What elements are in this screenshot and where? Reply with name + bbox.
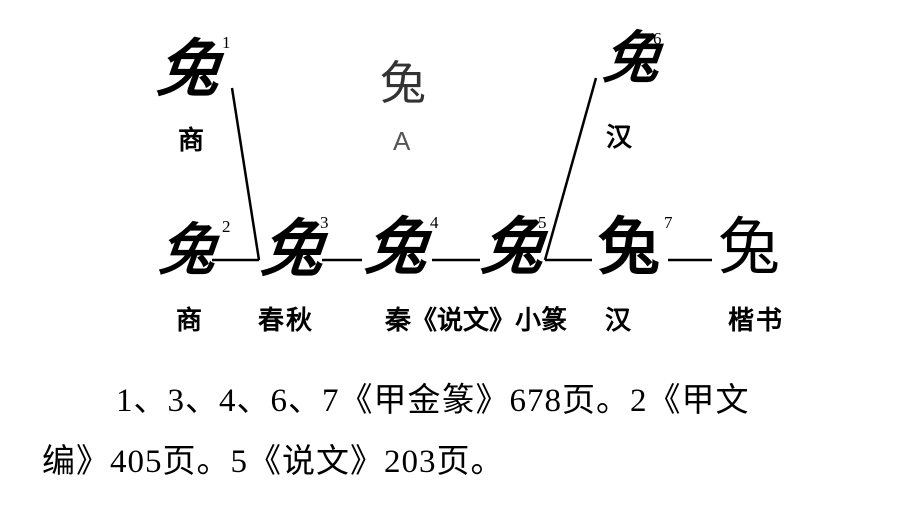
period-label-han-top: 汉: [606, 123, 635, 153]
glyph-number-7: 7: [664, 213, 673, 232]
glyph-5-shuowen: 兔: [478, 210, 546, 283]
glyph-kaishu: 兔: [718, 210, 781, 283]
glyph-1-shang: 兔: [154, 32, 222, 105]
period-label-kaishu: 楷书: [728, 306, 785, 336]
glyph-number-5: 5: [538, 213, 547, 232]
period-label-han: 汉: [605, 306, 634, 336]
footnote-line-2: 编》405页。5《说文》203页。: [42, 444, 505, 480]
glyph-3-chunqiu: 兔: [258, 212, 326, 285]
glyph-number-4: 4: [430, 213, 439, 232]
footnote-line-1: 1、3、4、6、7《甲金篆》678页。2《甲文: [116, 383, 750, 419]
glyph-number-1: 1: [222, 33, 231, 52]
marker-a: A: [393, 126, 411, 156]
glyph-number-6: 6: [653, 29, 662, 48]
connector-1-line: [230, 87, 261, 261]
period-label-shang-top: 商: [178, 126, 207, 156]
period-label-qin-shuowen-xiaozhuan: 秦《说文》小篆: [385, 306, 568, 336]
glyph-4-qin: 兔: [362, 210, 430, 283]
glyph-7-han: 兔: [598, 210, 661, 283]
glyph-6-han: 兔: [600, 25, 662, 91]
glyph-number-3: 3: [320, 213, 329, 232]
reference-character: 兔: [380, 56, 426, 110]
connector-6-line: [543, 77, 598, 261]
glyph-2-shang: 兔: [156, 217, 218, 283]
period-label-chunqiu: 春秋: [258, 306, 315, 336]
period-label-shang: 商: [176, 306, 205, 336]
glyph-number-2: 2: [222, 217, 231, 236]
